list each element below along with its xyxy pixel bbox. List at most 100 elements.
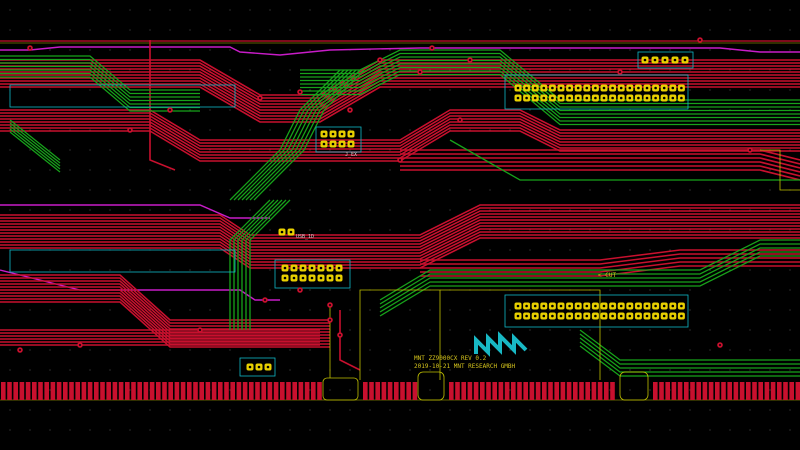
board-title: MNT ZZ9000CX REV 0.2 (414, 355, 487, 362)
via-hole (399, 159, 401, 161)
pad-hole (516, 96, 520, 100)
edge-finger (721, 382, 726, 400)
edge-finger (63, 382, 68, 400)
pad-hole (653, 58, 657, 62)
via-hole (259, 97, 261, 99)
pad-hole (301, 266, 305, 270)
edge-finger (560, 382, 566, 400)
edge-finger (406, 382, 411, 400)
edge-finger (94, 382, 99, 400)
edge-finger (230, 382, 235, 400)
edge-finger (690, 382, 695, 400)
trace (9, 119, 61, 161)
edge-finger (610, 382, 615, 400)
edge-finger (467, 382, 473, 400)
edge-finger (517, 382, 522, 400)
edge-finger (187, 382, 192, 400)
pad-hole (671, 304, 675, 308)
trace (379, 239, 800, 301)
pad-hole (662, 304, 666, 308)
trace (400, 161, 800, 173)
edge-finger (193, 382, 198, 400)
edge-finger (13, 382, 18, 400)
pad-hole (611, 304, 614, 308)
edge-finger (783, 382, 788, 400)
edge-finger (292, 382, 297, 400)
pad-hole (568, 86, 571, 90)
pad-hole (322, 132, 326, 136)
trace (400, 153, 800, 165)
via-hole (79, 344, 81, 346)
pad-hole (542, 314, 546, 318)
edge-finger (708, 382, 714, 400)
pad-hole (683, 58, 687, 62)
edge-finger (205, 382, 211, 400)
trace (0, 228, 800, 260)
pad-hole (671, 86, 675, 90)
edge-finger (727, 382, 732, 400)
pad-hole (322, 142, 326, 146)
pad-hole (559, 314, 563, 318)
pad-hole (637, 304, 640, 308)
pad-hole (551, 86, 554, 90)
edge-finger (32, 382, 37, 400)
pad-hole (349, 132, 353, 136)
edge-finger (317, 382, 322, 400)
trace (400, 165, 800, 177)
trace (237, 69, 349, 201)
trace (253, 69, 365, 201)
trace (400, 157, 800, 169)
edge-finger (394, 382, 399, 400)
edge-finger (162, 382, 167, 400)
trace (579, 333, 800, 365)
vias (17, 37, 753, 353)
pad-hole (628, 86, 632, 90)
edge-finger (125, 382, 130, 400)
pad-hole (248, 365, 252, 369)
trace (0, 76, 200, 112)
pad-hole (611, 86, 614, 90)
edge-finger (199, 382, 204, 400)
trace (379, 251, 800, 313)
edge-finger (665, 382, 670, 400)
edge-finger (492, 382, 497, 400)
trace (0, 225, 800, 257)
edge-finger (591, 382, 597, 400)
trace (249, 199, 291, 330)
trace (0, 72, 200, 109)
pad-hole (576, 304, 580, 308)
edge-finger (69, 382, 74, 400)
pad-hole (680, 96, 683, 100)
trace (0, 124, 800, 156)
pad-hole (266, 365, 270, 369)
via-hole (749, 149, 751, 151)
pad-hole (542, 96, 546, 100)
pad-hole (594, 86, 597, 90)
edge-finger (19, 382, 25, 400)
edge-finger (696, 382, 701, 400)
edge-connector-fingers[interactable] (1, 382, 800, 400)
edge-finger (149, 382, 155, 400)
trace (0, 204, 800, 236)
edge-finger (789, 382, 794, 400)
edge-finger (752, 382, 757, 400)
pad-hole (542, 304, 546, 308)
edge-finger (770, 382, 776, 400)
trace (229, 69, 341, 201)
edge-finger (261, 382, 266, 400)
trace (245, 69, 357, 201)
edge-finger (677, 382, 683, 400)
edge-finger (1, 382, 6, 400)
pad-hole (283, 276, 287, 280)
pad-hole (576, 96, 580, 100)
pad-hole (585, 86, 589, 90)
pad-hole (257, 365, 261, 369)
via-hole (329, 319, 331, 321)
edge-finger (795, 382, 800, 400)
trace (300, 73, 800, 126)
pad-hole (533, 86, 537, 90)
pad-headers (246, 56, 689, 371)
trace (0, 219, 800, 251)
edge-finger (280, 382, 285, 400)
